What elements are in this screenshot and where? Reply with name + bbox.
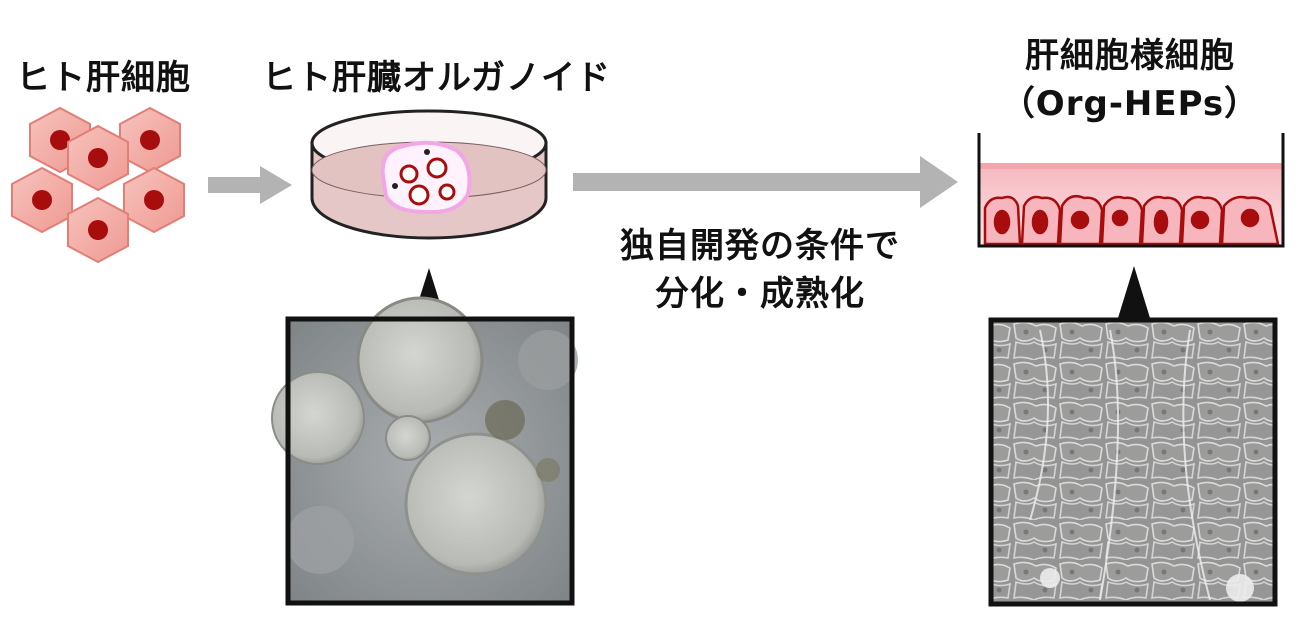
hepatocyte-cell bbox=[67, 124, 129, 192]
organoid-micrograph bbox=[271, 296, 578, 606]
organoid-icon bbox=[380, 140, 472, 215]
org-heps-micrograph bbox=[988, 317, 1278, 607]
arrow-right-icon bbox=[208, 166, 292, 204]
process-label-line1: 独自開発の条件で bbox=[620, 226, 900, 266]
process-label-line2: 分化・成熟化 bbox=[655, 274, 865, 314]
culture-well-icon bbox=[977, 133, 1285, 248]
stage3-title-line1: 肝細胞様細胞 bbox=[1025, 36, 1235, 76]
hepatocyte-cell bbox=[11, 166, 73, 234]
hepatocyte-cell bbox=[123, 166, 185, 234]
hepatocyte-cell bbox=[67, 196, 129, 264]
differentiation-arrow-icon bbox=[573, 156, 958, 208]
hepatocyte-cluster-icon bbox=[11, 106, 185, 264]
stage2-title: ヒト肝臓オルガノイド bbox=[262, 58, 611, 98]
petri-dish-icon bbox=[310, 109, 548, 240]
stage3-title-line2: （Org-HEPs） bbox=[1000, 84, 1260, 124]
hepatocyte-like-cells bbox=[983, 195, 1280, 246]
stage1-title: ヒト肝細胞 bbox=[16, 58, 191, 98]
pointer-triangle-icon bbox=[1118, 266, 1150, 318]
